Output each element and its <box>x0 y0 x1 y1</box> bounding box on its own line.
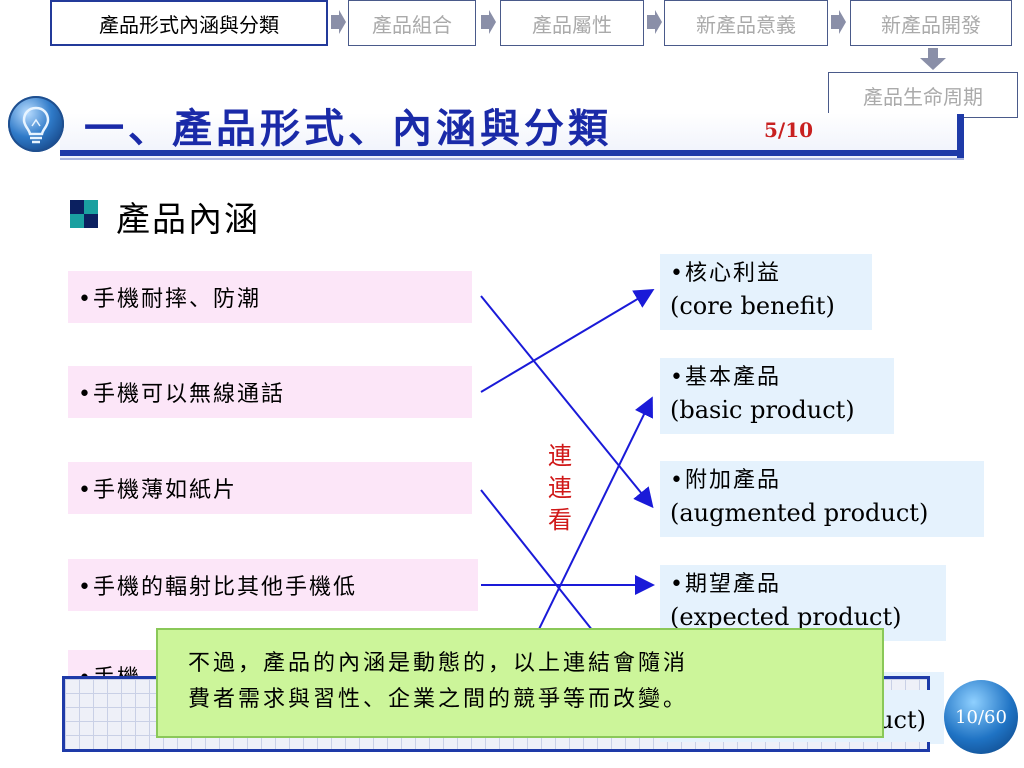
nav-tab-product-attributes[interactable]: 產品屬性 <box>500 0 644 46</box>
nav-arrow-down-icon <box>920 48 946 70</box>
right-item-basic-product: •基本產品 (basic product) <box>660 358 894 434</box>
left-item-durable: •手機耐摔、防潮 <box>68 271 472 323</box>
note-line: 不過，產品的內涵是動態的，以上連結會隨消 <box>188 651 689 676</box>
left-item-low-radiation: •手機的輻射比其他手機低 <box>68 559 478 611</box>
link-line <box>519 396 653 669</box>
link-line <box>480 489 609 651</box>
section-heading: 產品內涵 <box>116 200 260 240</box>
nav-arrow-icon <box>481 10 496 34</box>
nav-tab-product-life-cycle[interactable]: 產品生命周期 <box>828 72 1018 118</box>
square-bullet-icon <box>70 200 98 228</box>
page-number-badge: 10/60 <box>944 680 1018 754</box>
nav-arrow-icon <box>831 10 846 34</box>
nav-tab-product-mix[interactable]: 產品組合 <box>348 0 476 46</box>
note-box: 不過，產品的內涵是動態的，以上連結會隨消 費者需求與習性、企業之間的競爭等而改變… <box>156 628 884 738</box>
title-page-fraction: 5/10 <box>764 118 814 142</box>
nav-tab-product-form[interactable]: 產品形式內涵與分類 <box>50 0 328 46</box>
lightbulb-icon <box>8 96 64 152</box>
nav-arrow-icon <box>331 10 346 34</box>
link-line <box>480 295 654 509</box>
title-underline <box>60 150 964 156</box>
right-item-core-benefit: •核心利益 (core benefit) <box>660 254 872 330</box>
title-bar-edge <box>957 114 964 158</box>
link-line <box>480 288 655 393</box>
nav-arrow-icon <box>647 10 662 34</box>
left-item-thin: •手機薄如紙片 <box>68 462 472 514</box>
nav-tab-new-product-meaning[interactable]: 新產品意義 <box>664 0 828 46</box>
nav-tab-new-product-development[interactable]: 新產品開發 <box>850 0 1012 46</box>
right-item-augmented-product: •附加產品 (augmented product) <box>660 461 984 537</box>
note-line: 費者需求與習性、企業之間的競爭等而改變。 <box>188 687 689 712</box>
connect-label: 連 連 看 <box>548 442 572 534</box>
title-underline-thin <box>60 158 964 160</box>
page-title: 一、產品形式、內涵與分類 <box>84 105 612 152</box>
left-item-wireless-call: •手機可以無線通話 <box>68 366 472 418</box>
